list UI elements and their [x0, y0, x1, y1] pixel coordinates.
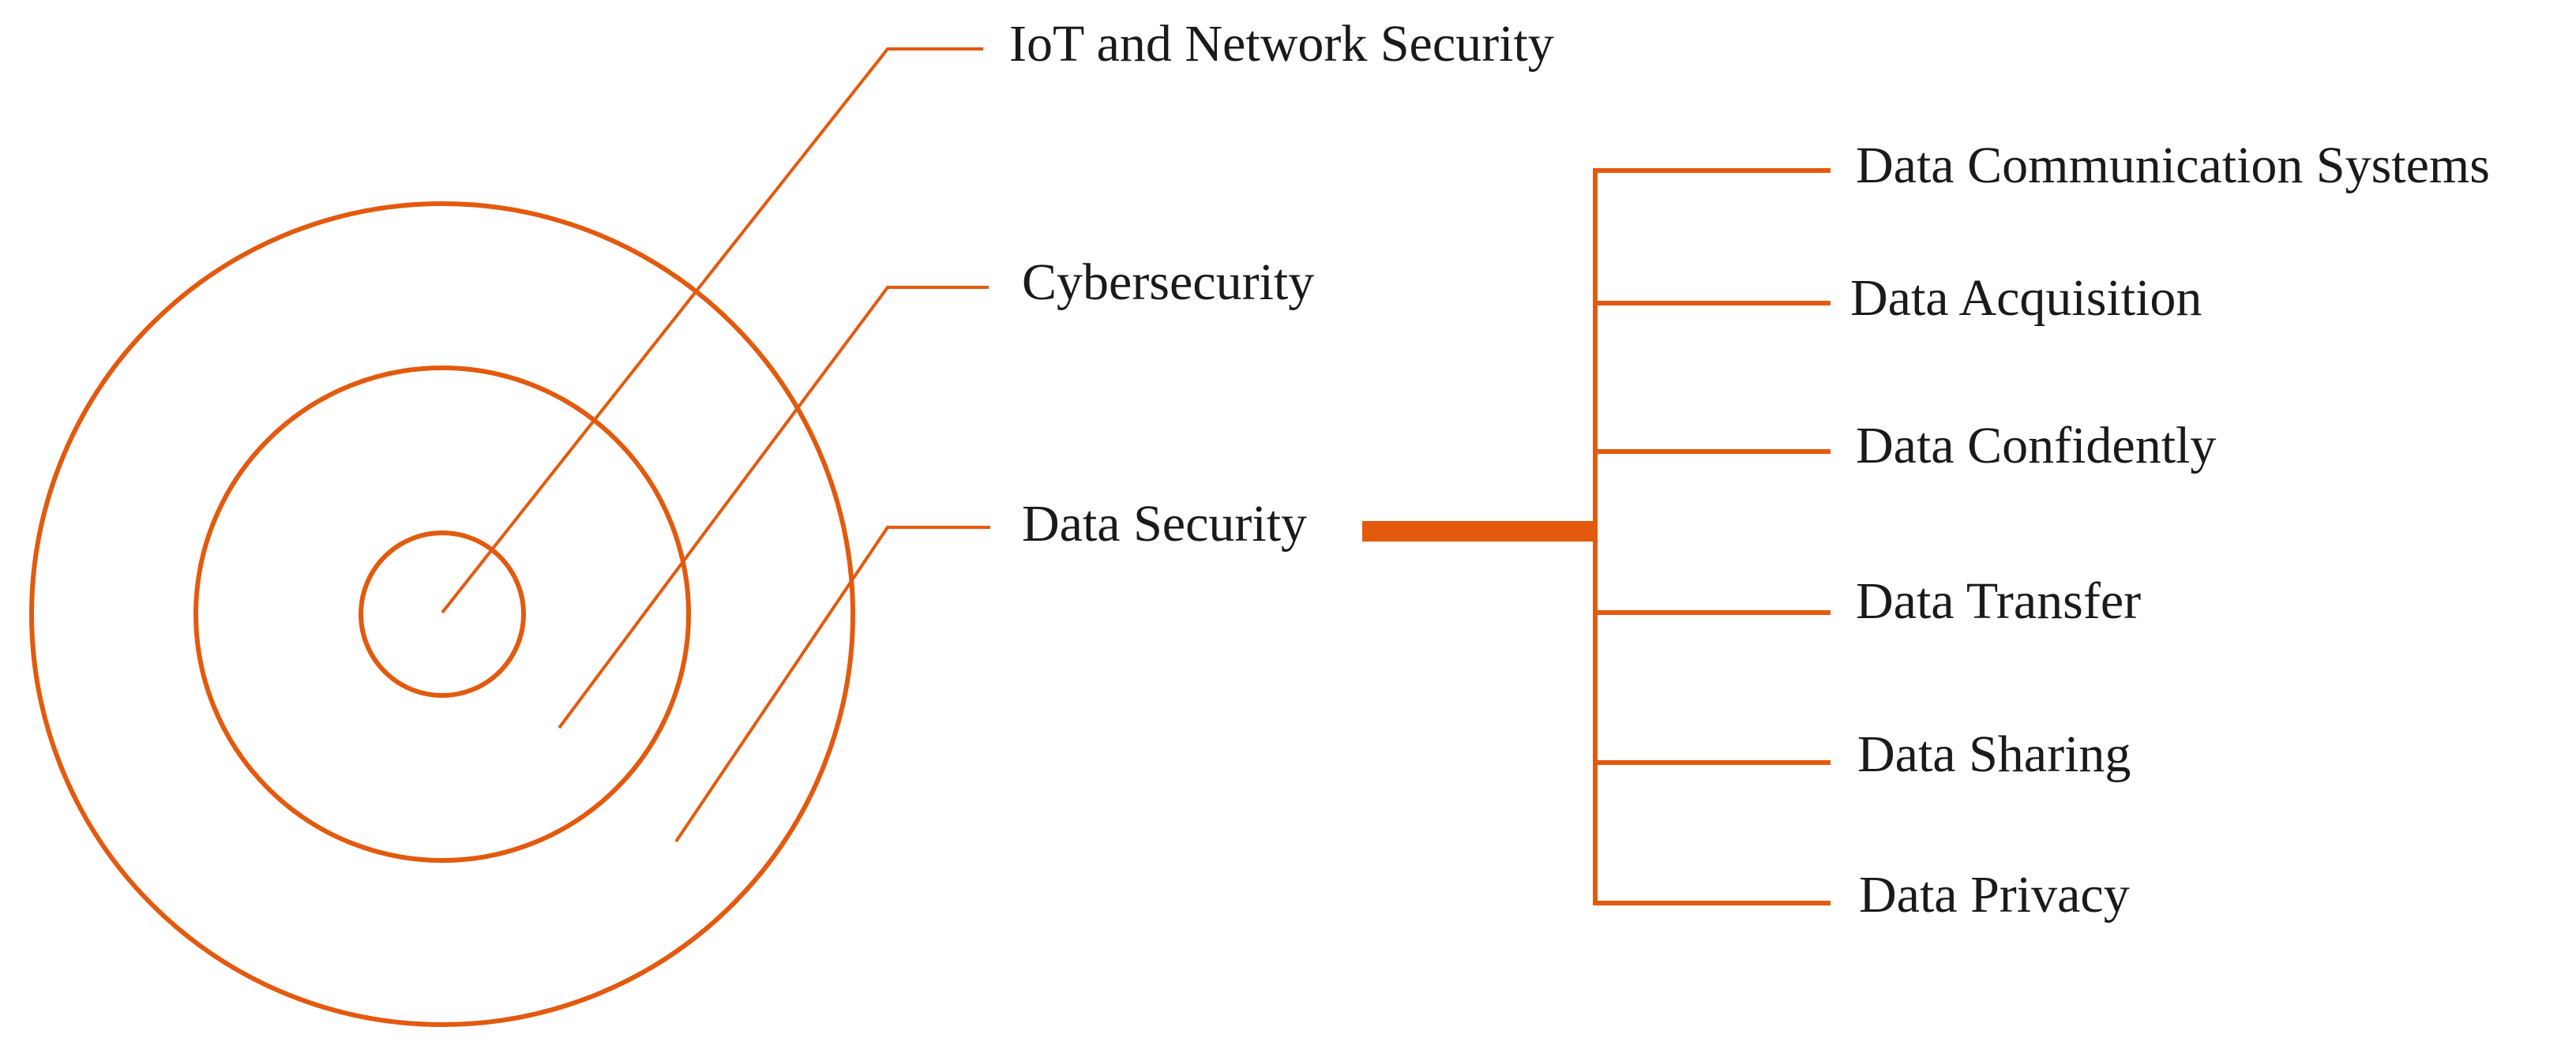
leader-line-middle: [558, 286, 989, 729]
inner-ring: [359, 530, 526, 698]
branch-label-data-communication-systems: Data Communication Systems: [1856, 137, 2490, 194]
label-cybersecurity: Cybersecurity: [1022, 253, 1314, 311]
label-data-security: Data Security: [1022, 495, 1307, 553]
branch-label-data-transfer: Data Transfer: [1856, 572, 2141, 630]
leader-line-outer: [674, 526, 990, 843]
outer-ring: [29, 201, 855, 1027]
label-iot-network-security: IoT and Network Security: [1009, 15, 1554, 73]
middle-ring: [193, 365, 691, 863]
branch-label-data-privacy: Data Privacy: [1859, 866, 2130, 924]
branch-label-data-confidently: Data Confidently: [1856, 417, 2216, 474]
branch-label-data-sharing: Data Sharing: [1857, 725, 2131, 783]
branch-label-data-acquisition: Data Acquisition: [1850, 269, 2202, 327]
diagram-shapes: [29, 47, 1831, 1027]
leader-line-inner: [441, 47, 983, 614]
